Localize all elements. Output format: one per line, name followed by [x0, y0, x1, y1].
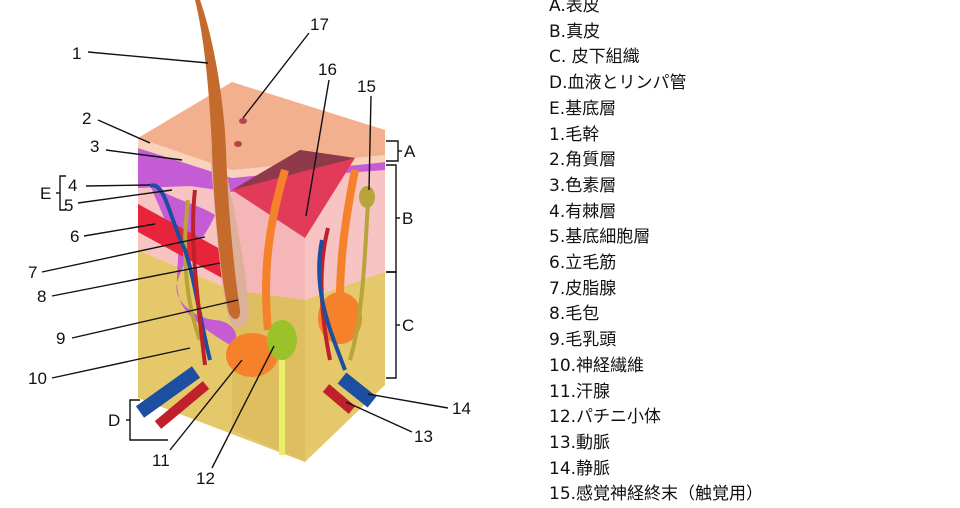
callout-4: 4 — [68, 176, 77, 195]
callout-9: 9 — [56, 329, 65, 348]
skin-cross-section-diagram: 1 2 3 4 5 6 7 8 9 10 11 12 13 14 15 16 1… — [28, 0, 471, 488]
leader-5 — [77, 189, 173, 204]
legend-item: 5.基底細胞層 — [549, 227, 651, 248]
callout-12: 12 — [196, 469, 215, 488]
bracket-label-e: E — [40, 184, 51, 203]
leader-3 — [105, 149, 183, 161]
callout-7: 7 — [28, 263, 37, 282]
bracket-b — [386, 164, 397, 273]
callout-8: 8 — [37, 287, 46, 306]
leader-13 — [345, 401, 413, 433]
legend-item: 3.色素層 — [549, 175, 617, 196]
legend-item: 2.角質層 — [549, 150, 617, 171]
bracket-label-b: B — [402, 209, 413, 228]
callout-2: 2 — [82, 109, 91, 128]
leader-15 — [368, 95, 372, 191]
callout-17: 17 — [310, 15, 329, 34]
legend-item: 11.汗腺 — [549, 381, 611, 402]
sweat-gland-duct-left — [261, 168, 289, 331]
legend-item: 12.パチニ小体 — [549, 407, 662, 428]
dermal-papilla-wedge-top — [232, 150, 355, 190]
sweat-gland-left — [226, 333, 278, 377]
bracket-c — [386, 271, 397, 379]
callout-10: 10 — [28, 369, 47, 388]
leader-7 — [41, 236, 206, 273]
artery-loop-left — [191, 189, 207, 366]
vein-large-right — [337, 372, 377, 408]
vein-loop-right — [317, 239, 347, 371]
callout-16: 16 — [318, 60, 337, 79]
legend-item: D.血液とリンパ管 — [549, 73, 687, 94]
leader-10 — [51, 347, 191, 379]
leader-12 — [211, 345, 275, 469]
legend-item: 13.動脈 — [549, 432, 611, 453]
nerve-fiber-left — [183, 199, 202, 341]
leader-11 — [169, 359, 243, 451]
sweat-gland-duct-right — [336, 169, 359, 301]
legend-item: C. 皮下組織 — [549, 47, 640, 68]
leader-6 — [83, 223, 156, 237]
hair-shaft — [195, 0, 241, 319]
artery-large-left — [154, 381, 210, 429]
legend-item: 8.毛包 — [549, 304, 600, 325]
pigment-layer — [138, 148, 385, 192]
legend-item: 15.感覚神経終末（触覚用） — [549, 484, 764, 505]
callout-13: 13 — [414, 427, 433, 446]
vein-large-left — [135, 366, 201, 418]
legend-item: E.基底層 — [549, 98, 617, 119]
legend-item: 10.神経繊維 — [549, 355, 645, 376]
bracket-a — [386, 140, 399, 162]
legend-item: 14.静脈 — [549, 458, 611, 479]
legend-item: A.表皮 — [549, 0, 600, 16]
legend-item: 9.毛乳頭 — [549, 330, 617, 351]
pacinian-corpuscle — [267, 320, 297, 360]
legend-list: A.表皮 B.真皮 C. 皮下組織 D.血液とリンパ管 E.基底層 1.毛幹 2… — [549, 0, 763, 508]
leader-14 — [367, 393, 449, 409]
legend-item: B.真皮 — [549, 21, 601, 42]
callout-5: 5 — [64, 196, 73, 215]
leader-16 — [305, 79, 330, 217]
legend-item: 7.皮脂腺 — [549, 278, 617, 299]
pore-1 — [239, 118, 247, 124]
bracket-label-c: C — [402, 316, 414, 335]
leader-1 — [87, 51, 209, 64]
legend-item: 1.毛幹 — [549, 124, 600, 145]
bracket-label-a: A — [404, 142, 416, 161]
callout-11: 11 — [152, 451, 170, 470]
sensory-nerve-ending — [359, 186, 375, 208]
leader-9 — [71, 299, 239, 339]
callout-15: 15 — [357, 77, 376, 96]
callout-6: 6 — [70, 227, 79, 246]
bracket-label-d: D — [108, 411, 120, 430]
callout-14: 14 — [452, 399, 471, 418]
legend-item: 4.有棘層 — [549, 201, 617, 222]
nerve-fiber-right — [348, 199, 370, 361]
callout-3: 3 — [90, 137, 99, 156]
leader-2 — [97, 119, 151, 144]
callout-1: 1 — [72, 44, 81, 63]
leader-4 — [85, 184, 151, 187]
artery-large-right — [322, 384, 356, 414]
leader-8 — [51, 262, 221, 297]
legend-item: 6.立毛筋 — [549, 253, 617, 274]
pore-2 — [234, 141, 242, 147]
leader-17 — [242, 32, 310, 119]
